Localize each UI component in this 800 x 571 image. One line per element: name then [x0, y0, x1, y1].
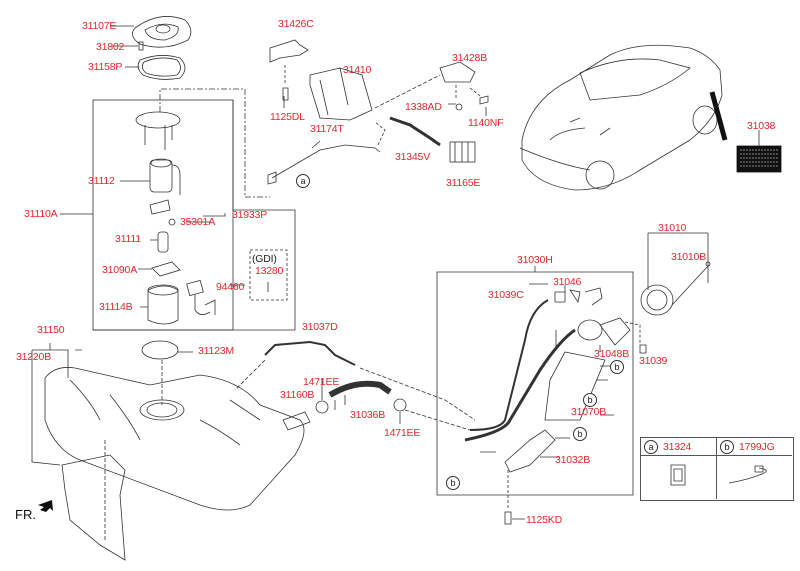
callout-b-2: b — [583, 393, 597, 407]
cable-tie-icon — [728, 465, 767, 484]
part-label-31036B: 31036B — [350, 409, 386, 421]
part-label-31090A: 31090A — [102, 264, 138, 276]
filler-neck-box — [436, 271, 634, 496]
legend-part-a: 31324 — [663, 441, 692, 453]
part-label-31112: 31112 — [88, 175, 115, 187]
canister-bracket — [269, 39, 309, 63]
part-label-94460: 94460 — [216, 281, 245, 293]
part-label-31410: 31410 — [343, 64, 372, 76]
fuel-pump-motor — [157, 231, 169, 253]
tank-gasket — [141, 340, 179, 360]
part-label-31037D: 31037D — [302, 321, 338, 333]
reservoir-cup — [147, 285, 179, 325]
legend-key-b: b — [720, 440, 734, 454]
part-label-31174T: 31174T — [310, 123, 344, 135]
part-label-31220B: 31220B — [16, 351, 52, 363]
part-label-31111: 31111 — [115, 233, 141, 245]
tank-heat-shield — [61, 454, 126, 561]
tank-hose-31160B — [282, 411, 311, 431]
fuel-label-sticker — [736, 145, 782, 173]
part-label-31165E: 31165E — [446, 177, 481, 189]
part-label-31048B: 31048B — [594, 348, 630, 360]
part-label-1125KD: 1125KD — [526, 514, 562, 526]
part-label-31010: 31010 — [658, 222, 687, 234]
clip-icon — [670, 464, 686, 486]
callout-b-3: b — [573, 427, 587, 441]
fuel-pump-cover — [132, 16, 192, 48]
part-label-31802: 31802 — [96, 41, 125, 53]
front-direction-label: FR. — [15, 507, 36, 522]
filler-neck-bracket — [504, 429, 556, 473]
part-label-1338AD: 1338AD — [405, 101, 442, 113]
part-label-31345V: 31345V — [395, 151, 431, 163]
part-label-31038: 31038 — [747, 120, 776, 132]
fuel-regulator — [151, 261, 181, 277]
fastener-legend: a 31324 b 1799JG — [640, 437, 794, 501]
part-label-1471EE-top: 1471EE — [303, 376, 340, 388]
part-label-31039C: 31039C — [488, 289, 524, 301]
part-label-31114B: 31114B — [99, 301, 133, 313]
fuel-sender — [186, 279, 204, 297]
part-label-31032B: 31032B — [555, 454, 591, 466]
filler-hose — [328, 380, 392, 398]
part-label-31107E: 31107E — [82, 20, 117, 32]
fuel-tank — [44, 367, 305, 511]
filler-neck-pipe — [469, 299, 549, 431]
part-label-35301A: 35301A — [180, 216, 216, 228]
part-label-31010B: 31010B — [671, 251, 707, 263]
bolt-31802 — [138, 41, 144, 51]
part-label-31110A: 31110A — [24, 208, 58, 220]
part-label-1125DL: 1125DL — [270, 111, 305, 123]
heat-shield — [544, 351, 606, 421]
charcoal-canister — [309, 67, 373, 121]
vapor-tube — [271, 144, 381, 179]
part-label-31030H: 31030H — [517, 254, 553, 266]
part-label-1471EE-bottom: 1471EE — [384, 427, 421, 439]
part-label-1140NF: 1140NF — [468, 117, 504, 129]
purge-valve — [449, 141, 476, 163]
part-label-31150: 31150 — [37, 324, 65, 336]
part-label-31039: 31039 — [639, 355, 668, 367]
part-label-31046: 31046 — [553, 276, 582, 288]
legend-item-a: a 31324 — [641, 438, 717, 499]
hose-clamp-1 — [315, 400, 329, 414]
part-label-31160B: 31160B — [280, 389, 315, 401]
legend-part-b: 1799JG — [739, 441, 775, 453]
legend-key-a: a — [644, 440, 658, 454]
callout-b-4: b — [446, 476, 460, 490]
gdi-box — [249, 249, 288, 301]
callout-a: a — [296, 174, 310, 188]
vehicle-outline — [521, 44, 723, 191]
part-label-31426C: 31426C — [278, 18, 314, 30]
hose-clamp-2 — [393, 398, 407, 412]
pump-plate-ring — [137, 55, 186, 80]
legend-item-b: b 1799JG — [717, 438, 792, 499]
callout-b-1: b — [610, 360, 624, 374]
fuel-filler-cap — [640, 284, 674, 316]
vent-hose — [389, 116, 441, 147]
breather-tube — [264, 340, 356, 366]
gdi-label: (GDI) — [252, 253, 277, 265]
part-label-31123M: 31123M — [198, 345, 234, 357]
fuel-filter — [149, 159, 173, 193]
part-label-31933P: 31933P — [232, 209, 268, 221]
part-label-31158P: 31158P — [88, 61, 123, 73]
valve-bracket — [439, 61, 476, 83]
part-label-31070B: 31070B — [571, 406, 607, 418]
part-label-13280: 13280 — [255, 265, 284, 277]
part-label-31428B: 31428B — [452, 52, 488, 64]
